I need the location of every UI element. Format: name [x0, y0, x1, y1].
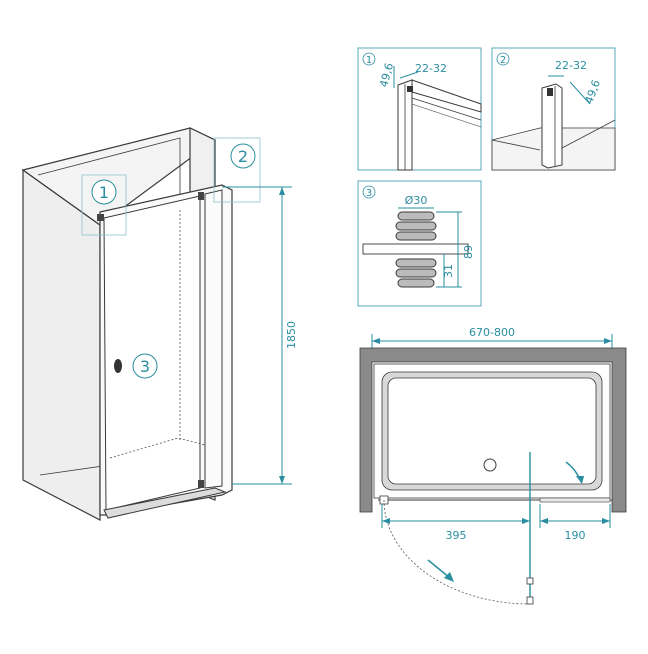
profile-2-width-label: 22-32 — [555, 59, 587, 72]
detail-panel-3-frame — [357, 180, 482, 307]
handle-knob-lower-2 — [395, 268, 437, 278]
plan-right-span-arrow-left — [540, 518, 548, 524]
profile-1-rail-line-2 — [411, 103, 482, 128]
profile-2-depth-label: 49,6 — [582, 78, 603, 105]
plan-width-arrow-right — [604, 338, 612, 344]
profile-2-post — [541, 83, 563, 169]
callout-3-circle — [132, 353, 158, 379]
corner-joint — [97, 214, 104, 221]
fixed-panel — [204, 189, 223, 489]
plan-swing-outer-arrow-path — [427, 559, 451, 579]
plan-drain — [483, 458, 497, 472]
plan-swing-outer-arrow — [444, 572, 454, 582]
door-handle — [114, 359, 122, 373]
detail-panel-1-index-label: 1 — [366, 55, 372, 66]
height-dim-label: 1850 — [285, 321, 298, 349]
tray-dotted — [109, 437, 206, 459]
detail-panel-3: 3 Ø30 89 31 — [357, 180, 482, 307]
detail-panel-2-index-label: 2 — [500, 55, 506, 66]
handle-diameter-label: Ø30 — [405, 194, 428, 207]
detail-panel-3-index-label: 3 — [366, 188, 372, 199]
callout-2-circle — [230, 143, 256, 169]
handle-knob-upper-3 — [395, 231, 437, 241]
handle-knob-lower-3 — [397, 278, 435, 288]
handle-height-label: 89 — [462, 245, 475, 259]
callout-1-number: 1 — [99, 183, 109, 202]
height-dim-arrow-bottom — [279, 476, 285, 484]
profile-1-depth-label: 49,6 — [377, 62, 396, 89]
handle-knob-lower-1 — [395, 258, 437, 268]
profile-2-depth-dim — [569, 81, 591, 105]
bottom-hinge — [198, 480, 204, 488]
plan-swing-inner-arrow — [576, 476, 584, 484]
handle-knob-upper-1 — [397, 211, 435, 221]
callout-3-number: 3 — [140, 357, 150, 376]
handle-offset-label: 31 — [442, 264, 455, 278]
plan-right-span-label: 190 — [565, 529, 586, 542]
top-hinge — [198, 192, 204, 200]
plan-width-label: 670-800 — [469, 326, 515, 339]
callout-1-box — [81, 174, 127, 236]
detail-panel-2: 2 22-32 49,6 — [491, 47, 616, 171]
plan-tray-basin-inner — [387, 377, 597, 485]
profile-2-bracket — [547, 88, 553, 96]
plan-width-arrow-left — [372, 338, 380, 344]
profile-1-rail-line — [411, 97, 482, 121]
callout-2-number: 2 — [238, 147, 248, 166]
handle-knob-upper-2 — [395, 221, 437, 231]
callout-1-circle — [91, 179, 117, 205]
profile-1-joint — [407, 86, 413, 92]
plan-door-open-handle — [526, 577, 534, 585]
plan-left-span-label: 395 — [446, 529, 467, 542]
detail-panel-1-index — [362, 52, 376, 66]
plan-left-span-arrow-left — [382, 518, 390, 524]
threshold — [103, 487, 227, 519]
door-glass — [103, 195, 201, 511]
detail-panel-1: 1 22-32 49,6 — [357, 47, 482, 171]
detail-panel-3-index — [362, 185, 376, 199]
handle-glass — [362, 243, 469, 255]
plan-walls — [359, 347, 627, 513]
plan-view: 670-800 395 190 — [359, 326, 627, 605]
profile-2-wall-edge — [491, 139, 541, 151]
profile-2-glass — [561, 119, 616, 149]
profile-1-width-label: 22-32 — [415, 62, 447, 75]
plan-right-span-arrow-right — [602, 518, 610, 524]
plan-fixed-panel — [539, 497, 611, 503]
left-wall — [22, 168, 101, 521]
detail-panel-2-index — [496, 52, 510, 66]
perspective-view: 1 2 3 1850 — [21, 127, 298, 521]
height-dim-arrow-top — [279, 187, 285, 195]
profile-1-width-dim — [399, 71, 419, 79]
callout-2-box — [213, 137, 261, 203]
plan-left-span-arrow-right — [522, 518, 530, 524]
plan-door-open-end — [526, 596, 534, 605]
plan-swing-outer-arc — [383, 499, 531, 605]
